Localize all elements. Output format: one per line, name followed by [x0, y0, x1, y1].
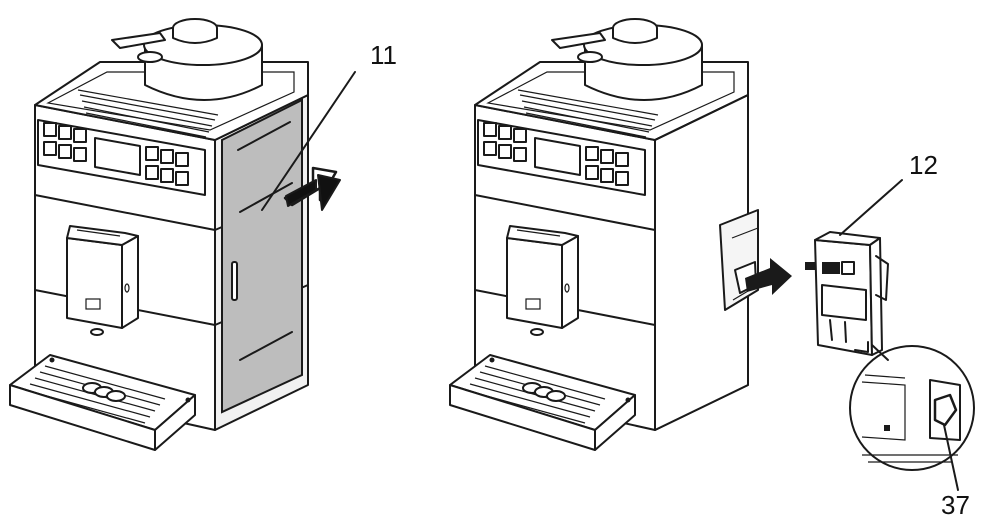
brew-unit-opening	[719, 209, 759, 311]
detail-magnifier	[849, 344, 975, 491]
label-release-lever: 37	[941, 490, 970, 520]
release-lever-37	[933, 393, 958, 427]
arrow-right-icon	[745, 258, 792, 295]
machine-left	[9, 18, 356, 451]
label-side-panel: 11	[370, 40, 397, 70]
label-brew-unit: 12	[909, 150, 938, 180]
side-panel-11	[221, 98, 303, 414]
brew-unit-12	[805, 179, 903, 356]
machine-right	[449, 18, 792, 451]
